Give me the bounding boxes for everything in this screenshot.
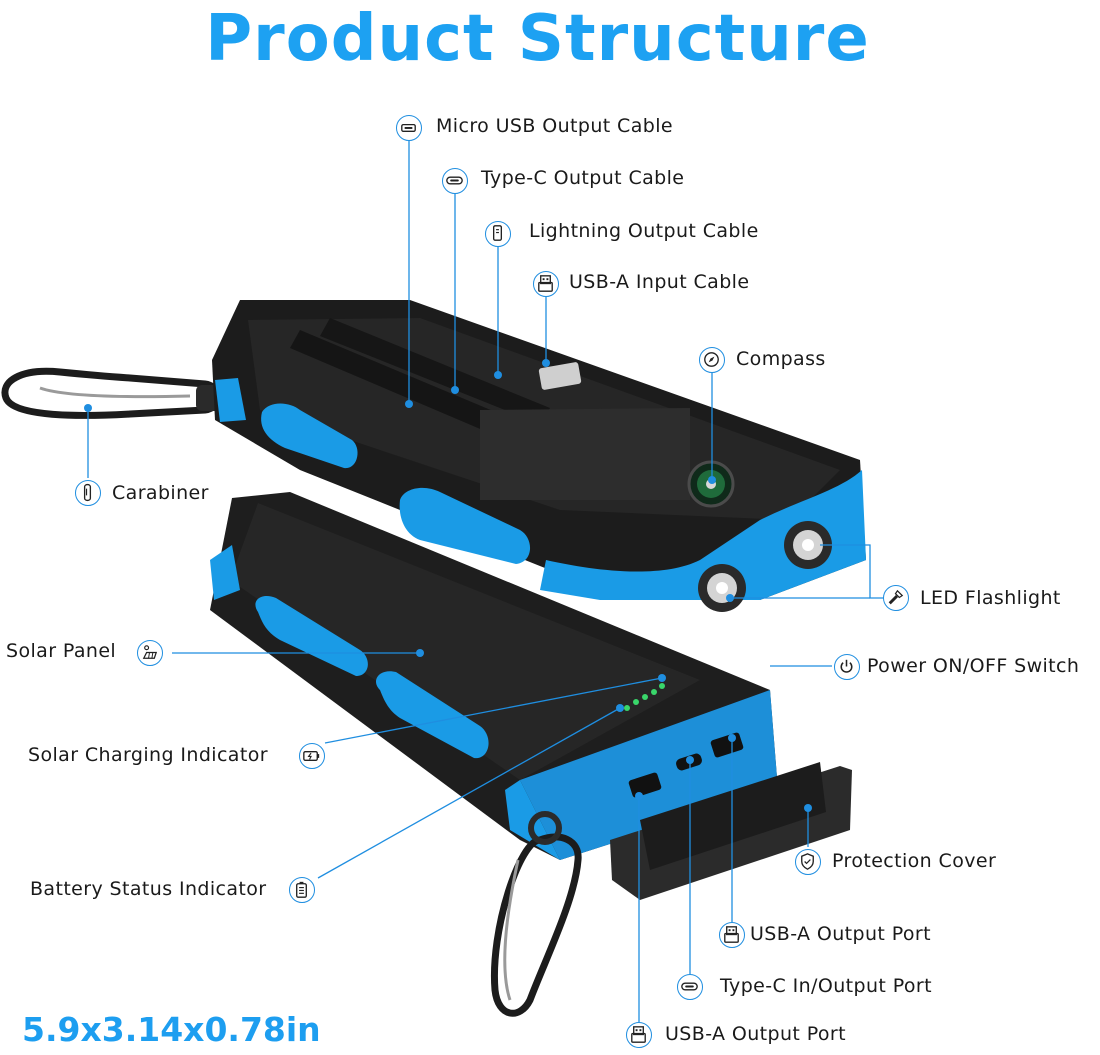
label-led-flashlight: LED Flashlight	[920, 587, 1061, 609]
solar-panel-icon	[137, 640, 163, 666]
type-c-icon	[677, 974, 703, 1000]
label-solar-panel: Solar Panel	[6, 640, 117, 662]
lower-carabiner	[490, 811, 582, 1017]
usb-a-icon	[719, 922, 745, 948]
power-icon	[834, 654, 860, 680]
compass-icon	[699, 347, 725, 373]
usb-a-icon	[626, 1022, 652, 1048]
label-protection-cover: Protection Cover	[832, 850, 997, 872]
micro-usb-icon	[396, 115, 422, 141]
lightning-icon	[485, 221, 511, 247]
solar-battery-icon	[299, 743, 325, 769]
label-power-switch: Power ON/OFF Switch	[867, 655, 1080, 677]
label-usb-a-input-cable: USB-A Input Cable	[569, 271, 750, 293]
label-type-c-output-cable: Type-C Output Cable	[481, 167, 685, 189]
label-usb-a-output-port-1: USB-A Output Port	[750, 923, 931, 945]
usb-a-icon	[533, 271, 559, 297]
label-carabiner: Carabiner	[112, 482, 209, 504]
type-c-icon	[442, 168, 468, 194]
battery-icon	[289, 877, 315, 903]
page-title: Product Structure	[205, 2, 870, 76]
label-lightning-output-cable: Lightning Output Cable	[529, 220, 759, 242]
leader-dots	[84, 359, 812, 812]
dimensions-text: 5.9x3.14x0.78in	[22, 1010, 321, 1049]
upper-carabiner	[1, 367, 224, 419]
flashlight-icon	[883, 585, 909, 611]
label-type-c-port: Type-C In/Output Port	[720, 975, 932, 997]
carabiner-icon	[75, 480, 101, 506]
label-solar-charging-indicator: Solar Charging Indicator	[28, 744, 268, 766]
label-compass: Compass	[736, 348, 826, 370]
label-micro-usb-output-cable: Micro USB Output Cable	[436, 115, 673, 137]
label-usb-a-output-port-2: USB-A Output Port	[665, 1023, 846, 1045]
main-unit	[212, 300, 866, 612]
label-battery-status-indicator: Battery Status Indicator	[30, 878, 267, 900]
shield-icon	[795, 849, 821, 875]
leader-lines	[87, 141, 893, 1022]
